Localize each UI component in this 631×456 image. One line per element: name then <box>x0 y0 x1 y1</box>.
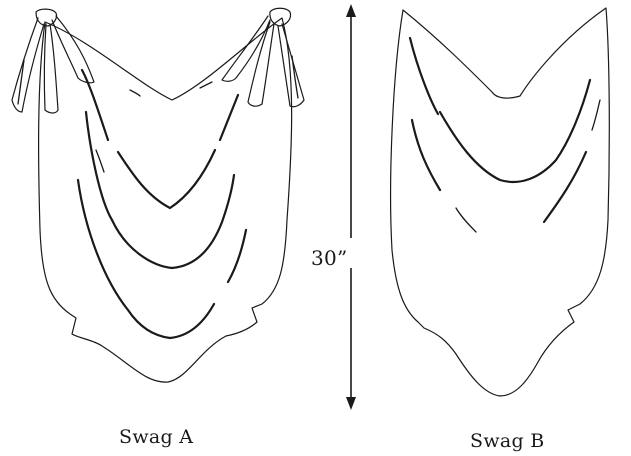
swag-b-label: Swag B <box>470 430 545 452</box>
swag-b-drawing <box>390 7 610 397</box>
swag-a-left-tie <box>35 8 58 27</box>
swag-a-drawing <box>11 7 305 383</box>
swag-a-fold-1 <box>80 68 110 142</box>
measurement-label: 30” <box>311 246 348 270</box>
swag-a-fold-2 <box>84 110 236 270</box>
swag-a-right-tie <box>269 7 292 27</box>
arrow-up-icon <box>346 4 356 17</box>
arrow-down-icon <box>346 397 356 410</box>
swag-b-outline <box>390 7 610 397</box>
swag-a-outline <box>37 17 293 383</box>
swag-a-fold-3 <box>76 178 216 340</box>
swag-b-fold-3 <box>410 118 442 192</box>
height-measurement <box>346 4 356 410</box>
swag-b-fold-2 <box>438 78 592 184</box>
swag-b-fold-1 <box>408 36 440 116</box>
swag-a-label: Swag A <box>119 426 194 448</box>
